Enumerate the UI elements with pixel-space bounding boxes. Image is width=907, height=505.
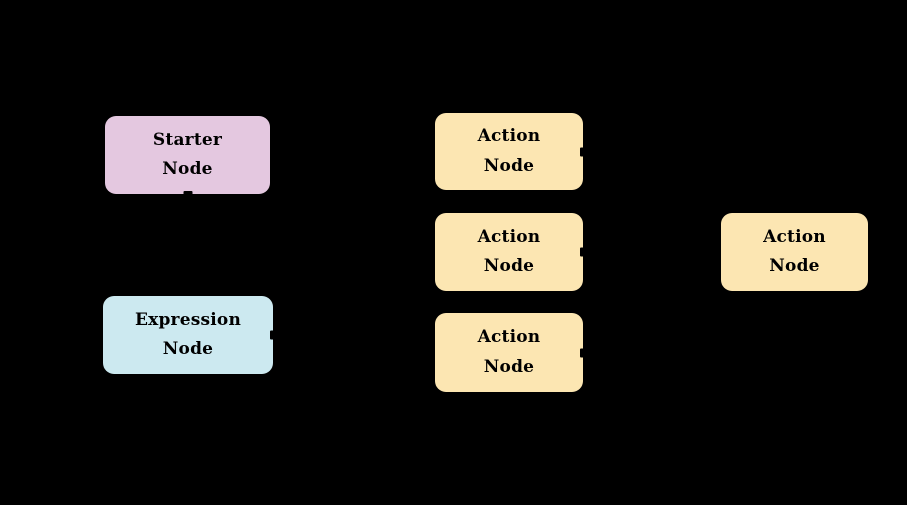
node-label-line-1: Action [477,327,541,348]
node-label-line-1: Action [763,226,826,247]
node-label-line-1: Action [477,126,541,147]
node-label-line-2: Node [483,356,535,377]
node-label-line-2: Node [769,256,820,276]
node-label-line-1: Starter [152,129,223,150]
connector-port-right-icon[interactable] [580,348,585,357]
connector-port-right-icon[interactable] [270,330,275,340]
node-label-line-1: Expression [134,309,242,330]
node-label-line-1: Action [477,226,541,247]
connector-port-right-icon[interactable] [580,147,585,156]
connector-port-bottom-icon[interactable] [183,191,192,196]
node-label-line-2: Node [162,339,214,359]
node-label-line-2: Node [483,256,535,276]
node-label-line-2: Node [483,155,535,176]
connector-port-right-icon[interactable] [580,247,585,257]
node-label-line-2: Node [162,159,213,179]
